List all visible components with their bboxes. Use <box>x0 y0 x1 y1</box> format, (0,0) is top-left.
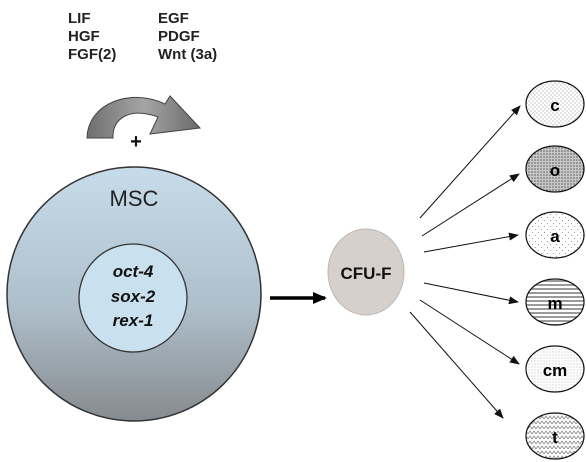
nucleus <box>78 243 188 353</box>
lineage-bubble-cm: cm <box>525 345 585 393</box>
lineage-arrow <box>409 311 504 419</box>
lineage-label: t <box>552 428 558 447</box>
factor-list-left: LIF HGF FGF(2) <box>68 10 116 64</box>
lineage-arrow <box>419 299 520 365</box>
factor-label: LIF <box>68 10 91 27</box>
gene-label: rex-1 <box>113 311 154 330</box>
lineage-bubble-o: o <box>525 145 585 193</box>
lineage-arrow <box>423 232 519 253</box>
factor-list-right: EGF PDGF Wnt (3a) <box>158 10 217 64</box>
lineage-label: cm <box>543 361 568 380</box>
lineage-label: o <box>550 161 560 180</box>
factor-label: EGF <box>158 10 189 27</box>
factor-label: Wnt (3a) <box>158 46 218 63</box>
lineage-bubble-c: c <box>525 80 585 128</box>
gene-label: oct-4 <box>113 262 154 281</box>
gene-label: sox-2 <box>111 287 156 306</box>
msc-label: MSC <box>110 186 159 211</box>
lineage-label: c <box>550 96 559 115</box>
lineage-bubble-a: a <box>525 211 585 259</box>
lineage-label: m <box>547 294 562 313</box>
lineage-arrow <box>419 105 521 219</box>
plus-sign: + <box>130 131 142 153</box>
lineage-bubble-t: t <box>525 412 585 460</box>
lineage-bubble-m: m <box>525 278 585 326</box>
curved-stimulation-arrow <box>86 95 202 139</box>
factor-label: HGF <box>68 28 100 45</box>
lineage-arrow <box>423 282 519 305</box>
cfu-f-label: CFU-F <box>341 264 392 283</box>
factor-label: PDGF <box>158 28 200 45</box>
factor-label: FGF(2) <box>68 46 117 63</box>
lineage-arrow <box>421 173 520 237</box>
lineage-label: a <box>550 227 560 246</box>
cfu-f-cell <box>327 228 405 316</box>
lineage-arrows <box>409 105 521 419</box>
